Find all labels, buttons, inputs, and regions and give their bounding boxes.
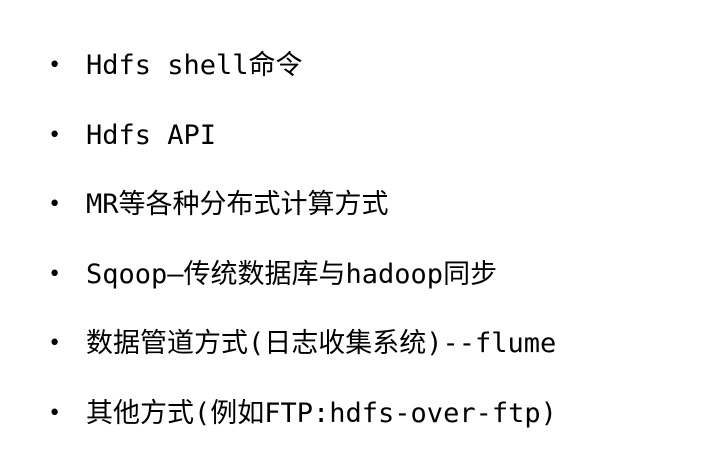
bullet-list: • Hdfs shell命令 • Hdfs API • MR等各种分布式计算方式… (48, 44, 688, 461)
list-item-text: 其他方式(例如FTP:hdfs-over-ftp) (86, 397, 557, 429)
bullet-icon: • (48, 53, 62, 78)
list-item-text: Hdfs API (86, 119, 217, 151)
bullet-icon: • (48, 122, 62, 148)
bullet-icon: • (48, 331, 62, 356)
bullet-icon: • (48, 192, 62, 217)
list-item: • Sqoop—传统数据库与hadoop同步 (48, 253, 688, 297)
list-item: • 数据管道方式(日志收集系统)--flume (48, 322, 688, 366)
list-item-text: 数据管道方式(日志收集系统)--flume (86, 328, 557, 359)
list-item: • Hdfs shell命令 (48, 44, 688, 88)
list-item-text: Sqoop—传统数据库与hadoop同步 (86, 258, 498, 290)
list-item-text: Hdfs shell命令 (86, 50, 303, 81)
list-item: • MR等各种分布式计算方式 (48, 183, 688, 227)
list-item: • Hdfs API (48, 114, 688, 158)
bullet-icon: • (48, 261, 62, 287)
bullet-icon: • (48, 400, 62, 426)
list-item: • 其他方式(例如FTP:hdfs-over-ftp) (48, 392, 688, 436)
list-item-text: MR等各种分布式计算方式 (86, 189, 389, 220)
